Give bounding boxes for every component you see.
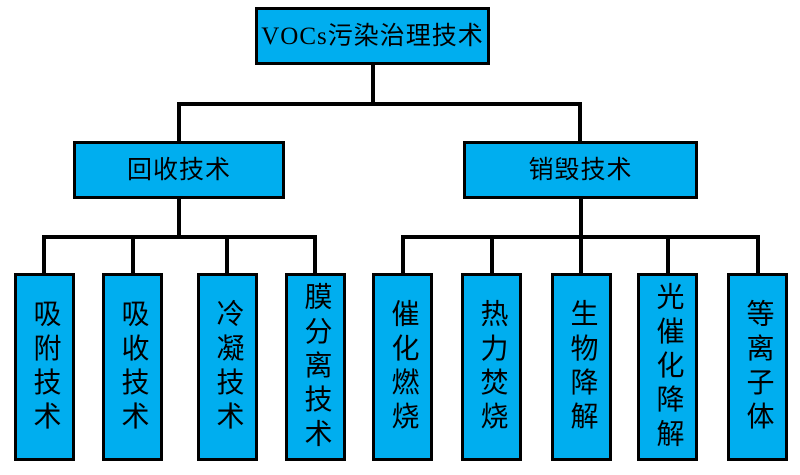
node-label: 吸附技术 bbox=[29, 298, 61, 436]
node-root-vocs-treatment: VOCs污染治理技术 bbox=[255, 7, 490, 65]
node-condensation-tech: 冷凝技术 bbox=[197, 273, 258, 461]
node-label: 吸收技术 bbox=[117, 298, 149, 436]
node-photocatalytic-degradation: 光催化降解 bbox=[637, 273, 698, 461]
node-label: 冷凝技术 bbox=[212, 298, 244, 436]
node-adsorption-tech: 吸附技术 bbox=[14, 273, 75, 461]
node-biodegradation: 生物降解 bbox=[551, 273, 612, 461]
node-label: 光催化降解 bbox=[652, 281, 684, 453]
node-catalytic-combustion: 催化燃烧 bbox=[372, 273, 433, 461]
node-recovery-tech: 回收技术 bbox=[73, 141, 285, 199]
connector-level1-bracket bbox=[177, 102, 582, 143]
node-label: 生物降解 bbox=[566, 298, 598, 436]
node-label: 热力焚烧 bbox=[476, 298, 508, 436]
connector-right-bracket bbox=[401, 235, 760, 275]
node-label: 销毁技术 bbox=[528, 156, 633, 184]
node-thermal-incineration: 热力焚烧 bbox=[461, 273, 522, 461]
node-label: 回收技术 bbox=[126, 156, 231, 184]
node-label: 催化燃烧 bbox=[387, 298, 419, 436]
node-membrane-separation-tech: 膜分离技术 bbox=[285, 273, 346, 461]
node-plasma: 等离子体 bbox=[727, 273, 788, 461]
connector-left-bracket bbox=[42, 235, 317, 275]
node-label: VOCs污染治理技术 bbox=[261, 22, 484, 50]
node-destruction-tech: 销毁技术 bbox=[463, 141, 698, 199]
node-absorption-tech: 吸收技术 bbox=[102, 273, 163, 461]
node-label: 等离子体 bbox=[742, 298, 774, 436]
node-label: 膜分离技术 bbox=[300, 281, 332, 453]
